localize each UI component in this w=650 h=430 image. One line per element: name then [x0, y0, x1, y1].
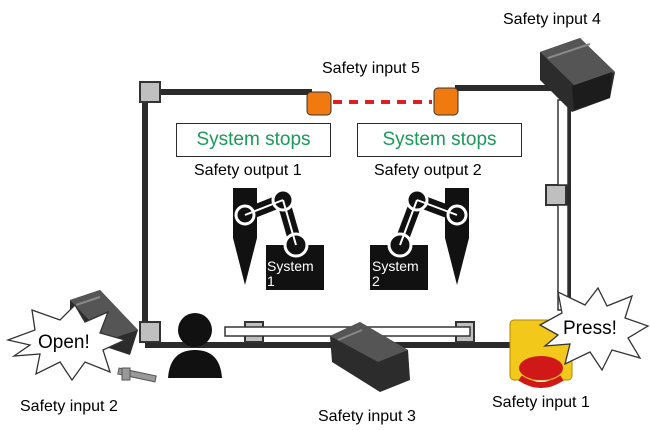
label-safety-input-2: Safety input 2	[20, 398, 118, 415]
label-safety-input-5: Safety input 5	[322, 60, 420, 77]
label-safety-input-4: Safety input 4	[503, 11, 601, 28]
open-burst	[5, 303, 127, 382]
system-2-line-1: System	[372, 258, 419, 274]
press-burst	[538, 286, 650, 372]
robot-system-1	[233, 188, 324, 290]
label-safety-input-1: Safety input 1	[492, 394, 590, 411]
emergency-stop	[509, 319, 573, 388]
actuator-key	[117, 367, 157, 383]
safety-fence	[139, 81, 571, 348]
system-2-label: System 2	[372, 259, 419, 289]
system-2-line-2: 2	[372, 273, 380, 289]
system-1-line-1: System	[267, 258, 314, 274]
label-safety-input-3: Safety input 3	[318, 408, 416, 425]
label-safety-output-1: Safety output 1	[194, 162, 302, 179]
status-box-left: System stops	[176, 123, 331, 157]
status-box-right: System stops	[357, 123, 522, 157]
robot-system-2	[370, 188, 469, 290]
door-switch-bottom	[330, 322, 410, 392]
system-1-line-2: 1	[267, 273, 275, 289]
callout-open: Open!	[38, 332, 90, 353]
light-curtain	[306, 87, 459, 116]
door-switch-top-right	[540, 38, 615, 112]
system-1-label: System 1	[267, 259, 314, 289]
callout-press: Press!	[563, 318, 617, 339]
operator-icon	[168, 313, 222, 378]
label-safety-output-2: Safety output 2	[374, 162, 482, 179]
